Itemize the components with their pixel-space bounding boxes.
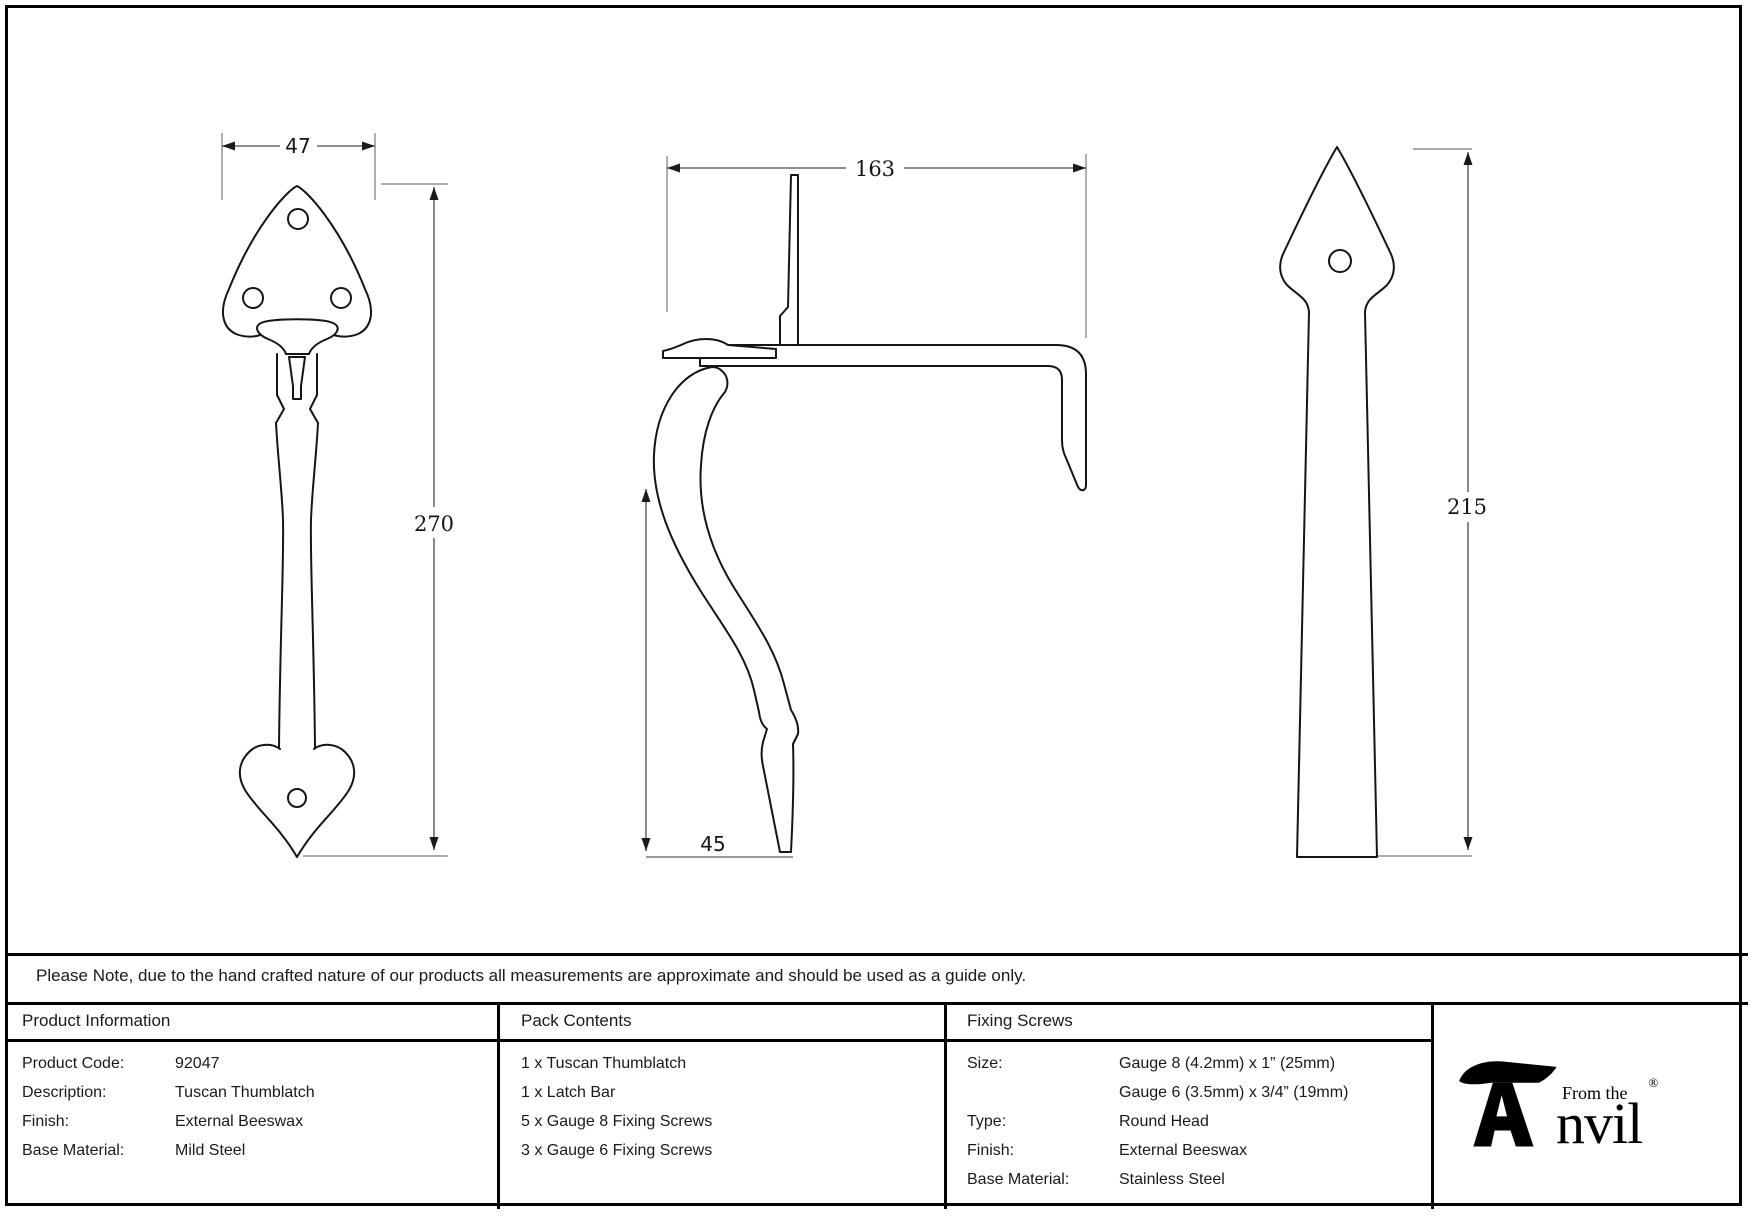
technical-drawing-canvas: 47 270 (221, 133, 1495, 858)
row-label: Finish: (22, 1113, 70, 1130)
pack-item: 1 x Tuscan Thumblatch (521, 1055, 687, 1072)
divider-col-3 (1431, 1005, 1434, 1209)
front-view-drawing: 47 270 (221, 133, 460, 858)
row-label: Description: (22, 1084, 107, 1101)
row-label: Type: (967, 1113, 1007, 1130)
row-value: Gauge 8 (4.2mm) x 1” (25mm) (1119, 1055, 1336, 1072)
latch-bar-spear (1279, 146, 1395, 858)
handle-shaft (275, 353, 285, 749)
handle-shaft-right (309, 353, 319, 749)
row-value: Round Head (1119, 1113, 1209, 1130)
row-value: External Beeswax (175, 1113, 304, 1130)
dim-215-label: 215 (1447, 495, 1487, 519)
thumb-lever-side (652, 366, 800, 853)
dim-163-label: 163 (855, 157, 895, 181)
dim-47: 47 (221, 133, 376, 200)
side-view-drawing: 163 45 (641, 154, 1087, 858)
dim-45: 45 (641, 489, 793, 858)
brand-logo: From the nvil ® (1448, 1058, 1718, 1158)
dim-45-label: 45 (700, 832, 725, 856)
pack-item: 1 x Latch Bar (521, 1084, 616, 1101)
row-label: Base Material: (22, 1142, 125, 1159)
row-label: Finish: (967, 1142, 1015, 1159)
plate-screw-hole-left (242, 287, 264, 309)
divider-note-bottom (5, 1002, 1748, 1005)
logo-tagline: From the (1562, 1083, 1628, 1103)
row-label: Size: (967, 1055, 1003, 1072)
thumb-lever-tongue (288, 356, 306, 400)
row-value: External Beeswax (1119, 1142, 1248, 1159)
registered-trademark-symbol: ® (1648, 1075, 1659, 1090)
header-product-information: Product Information (22, 1011, 171, 1030)
logo-name: nvil (1556, 1091, 1643, 1156)
dim-163: 163 (666, 154, 1087, 338)
spade-screw-hole (287, 788, 307, 808)
divider-note-top (5, 953, 1748, 956)
plate-screw-hole-right (330, 287, 352, 309)
pack-item: 3 x Gauge 6 Fixing Screws (521, 1142, 713, 1159)
latch-keeper-strip (662, 338, 777, 359)
latch-bar-side (699, 344, 1087, 492)
dim-47-label: 47 (285, 134, 310, 158)
dim-270: 270 (303, 183, 460, 857)
row-value: Tuscan Thumblatch (175, 1084, 315, 1101)
row-value: 92047 (175, 1055, 220, 1072)
divider-col-1 (497, 1005, 500, 1209)
header-fixing-screws: Fixing Screws (967, 1011, 1073, 1030)
dim-215: 215 (1378, 148, 1495, 857)
latch-bar-drawing: 215 (1279, 146, 1495, 858)
divider-col-2 (944, 1005, 947, 1209)
thumb-press (256, 318, 339, 355)
pack-item: 5 x Gauge 8 Fixing Screws (521, 1113, 713, 1130)
sheet-border (5, 5, 1742, 1206)
latch-bar-hole (1328, 249, 1352, 273)
header-pack-contents: Pack Contents (521, 1011, 632, 1030)
row-value: Mild Steel (175, 1142, 246, 1159)
handle-spade-end (238, 743, 356, 858)
anvil-icon (1459, 1061, 1557, 1147)
row-label: Product Code: (22, 1055, 125, 1072)
row-value: Stainless Steel (1119, 1171, 1225, 1188)
divider-header-bottom (8, 1039, 1431, 1042)
dim-270-label: 270 (414, 512, 454, 536)
row-value: Gauge 6 (3.5mm) x 3/4” (19mm) (1119, 1084, 1349, 1101)
plate-screw-hole-top (287, 208, 309, 230)
row-label: Base Material: (967, 1171, 1070, 1188)
backplate-edge (779, 174, 799, 346)
measurement-note: Please Note, due to the hand crafted nat… (36, 966, 1027, 985)
